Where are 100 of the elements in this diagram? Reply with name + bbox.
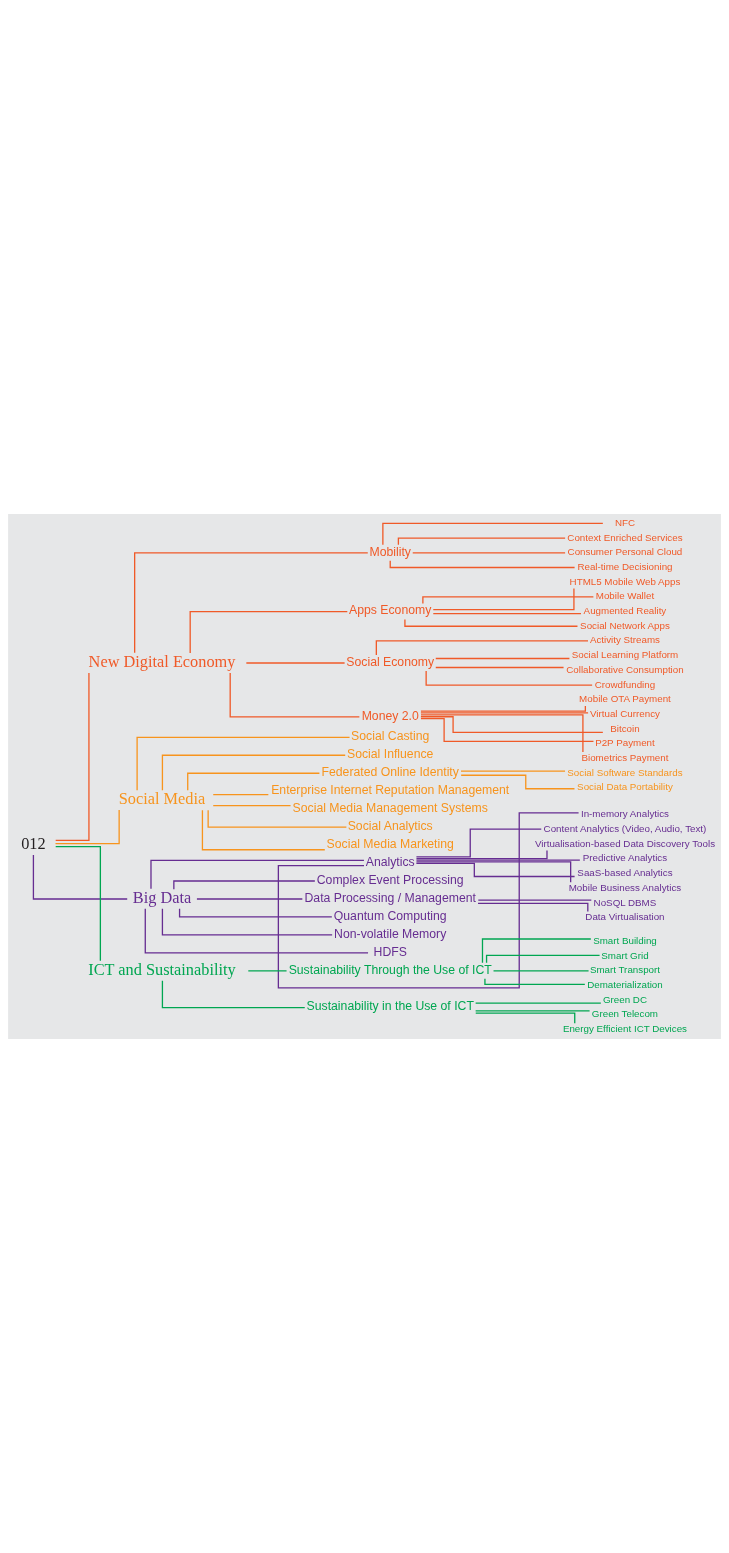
- connector: [415, 859, 581, 861]
- connector: [201, 809, 326, 851]
- node-text: Consumer Personal Cloud: [567, 546, 683, 558]
- node-text: Social Data Portability: [577, 781, 673, 793]
- node-text: Virtual Currency: [589, 707, 660, 719]
- connector: [382, 522, 604, 546]
- node-text: Bitcoin: [610, 722, 640, 734]
- node-text: NoSQL DBMS: [593, 896, 657, 908]
- connector: [415, 862, 576, 878]
- node-text: Data Processing / Management: [304, 890, 476, 905]
- node-text: ICT and Sustainability: [88, 959, 236, 979]
- node-text: Data Virtualisation: [585, 911, 665, 923]
- connector: [397, 537, 566, 546]
- connector: [55, 672, 90, 842]
- connector: [492, 970, 590, 972]
- node-text: Social Media Management Systems: [292, 801, 488, 816]
- connector: [420, 712, 589, 714]
- node-text: Social Casting: [351, 729, 430, 744]
- node-text: Green Telecom: [591, 1008, 659, 1020]
- node-text: Analytics: [365, 854, 415, 869]
- connector: [432, 612, 582, 615]
- connector: [32, 854, 128, 900]
- node-text: Big Data: [132, 888, 192, 908]
- connector: [475, 1012, 576, 1024]
- connector: [460, 774, 576, 790]
- connector: [173, 880, 316, 890]
- connector: [277, 812, 580, 989]
- connector: [245, 662, 346, 664]
- node-text: Smart Grid: [601, 949, 649, 961]
- node-text: SaaS-based Analytics: [577, 867, 673, 879]
- node-text: Context Enriched Services: [567, 531, 683, 543]
- connector: [474, 1010, 591, 1012]
- connector: [422, 596, 595, 605]
- node-text: Social Economy: [346, 654, 435, 669]
- node-text: P2P Payment: [595, 737, 655, 749]
- node-text: Green DC: [602, 993, 647, 1005]
- connector: [150, 859, 365, 890]
- connector: [144, 908, 369, 954]
- node-text: Collaborative Consumption: [566, 663, 684, 675]
- connector: [212, 805, 292, 807]
- node-text: Money 2.0: [361, 708, 419, 723]
- node-text: Mobile OTA Payment: [579, 693, 671, 705]
- node-text: In-memory Analytics: [580, 808, 669, 820]
- node-text: Activity Streams: [589, 634, 661, 646]
- node-text: Predictive Analytics: [582, 852, 668, 864]
- connector: [420, 716, 604, 734]
- connector: [134, 552, 369, 654]
- node-text: Enterprise Internet Reputation Management: [271, 783, 510, 798]
- node-text: Apps Economy: [349, 603, 432, 618]
- node-text: Dematerialization: [587, 979, 663, 991]
- node-text: Energy Efficient ICT Devices: [562, 1023, 688, 1035]
- node-text: Virtualisation-based Data Discovery Tools: [534, 837, 716, 849]
- connector: [187, 772, 321, 791]
- connector: [207, 809, 348, 828]
- connector: [435, 657, 571, 660]
- connector: [484, 978, 586, 985]
- connector: [54, 809, 120, 845]
- node-text: Crowdfunding: [594, 678, 656, 690]
- connector: [404, 618, 579, 627]
- node-text: Complex Event Processing: [316, 872, 464, 887]
- node-text: Social Learning Platform: [571, 649, 679, 661]
- connector: [420, 718, 595, 743]
- connector: [460, 770, 566, 772]
- connector: [485, 954, 601, 964]
- connector: [435, 666, 565, 669]
- connector: [420, 714, 584, 753]
- node-text: New Digital Economy: [88, 652, 236, 672]
- node-text: Sustainability in the Use of ICT: [306, 999, 474, 1014]
- node-text: Mobility: [369, 544, 411, 559]
- connector: [477, 899, 592, 901]
- node-text: Smart Building: [593, 934, 657, 946]
- node-text: Real-time Decisioning: [577, 561, 673, 573]
- connector: [420, 705, 586, 712]
- node-text: Social Software Standards: [567, 766, 683, 778]
- node-text: Augmented Reality: [583, 605, 667, 617]
- node-text: Biometrics Payment: [581, 752, 669, 764]
- node-text: Social Network Apps: [580, 619, 670, 631]
- connector: [415, 828, 542, 858]
- node-text: Social Analytics: [347, 818, 433, 833]
- node-text: Mobile Wallet: [595, 590, 655, 602]
- connector: [189, 610, 348, 654]
- connector: [389, 560, 576, 569]
- connector: [432, 587, 575, 611]
- node-text: NFC: [614, 516, 636, 528]
- node-text: Social Media Marketing: [326, 836, 454, 851]
- connector: [415, 849, 548, 860]
- node-text: Federated Online Identity: [321, 765, 459, 780]
- connector: [247, 970, 288, 972]
- node-text: Non-volatile Memory: [334, 926, 447, 941]
- connector: [196, 898, 303, 900]
- node-text: Mobile Business Analytics: [568, 881, 682, 893]
- connector: [229, 672, 360, 718]
- connector: [161, 980, 306, 1009]
- connector: [474, 1002, 602, 1004]
- connector: [477, 902, 589, 913]
- node-text: Quantum Computing: [333, 908, 447, 923]
- node-text: HDFS: [373, 944, 407, 959]
- connector: [415, 861, 572, 883]
- connector: [425, 670, 593, 686]
- connector: [481, 938, 592, 964]
